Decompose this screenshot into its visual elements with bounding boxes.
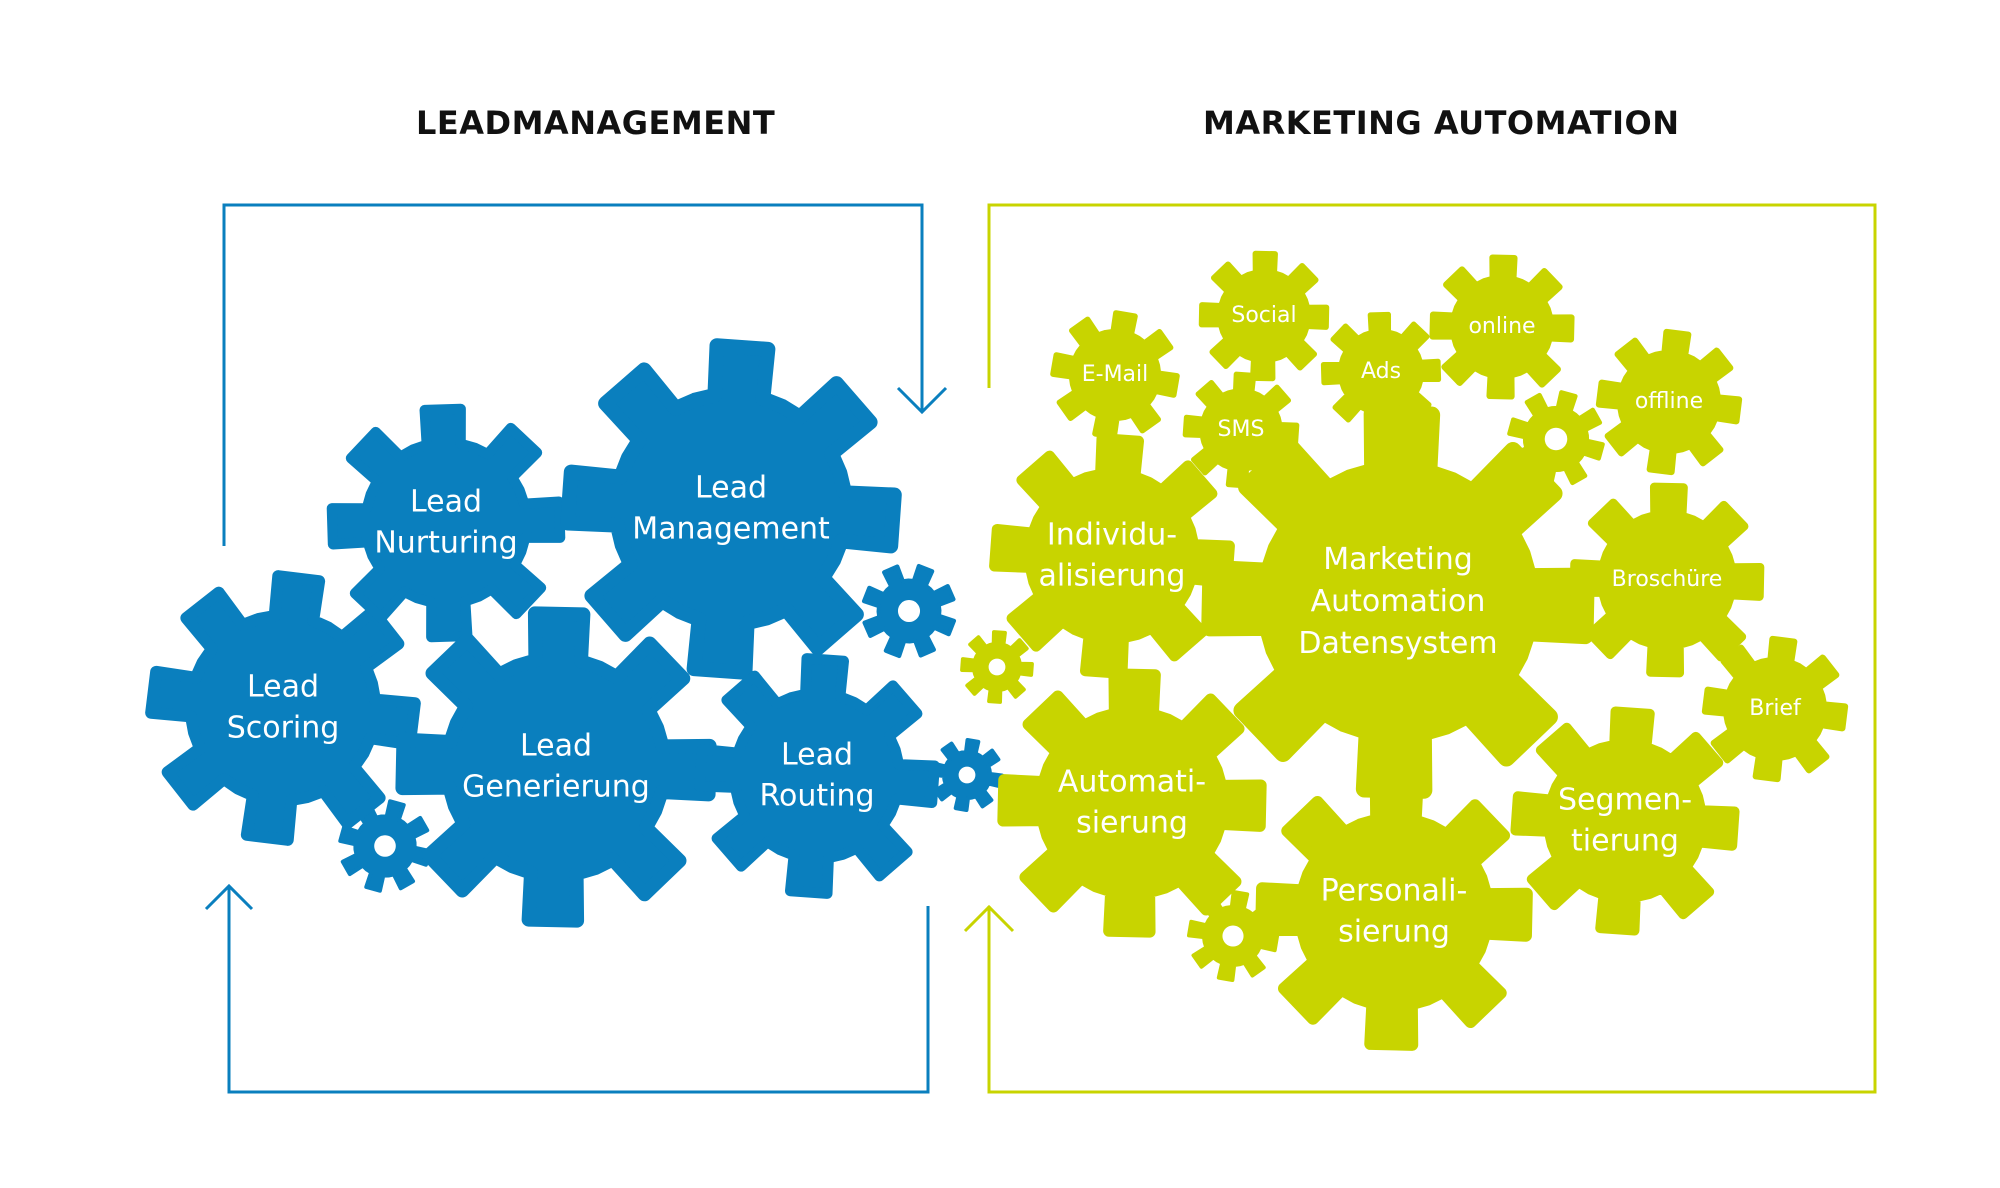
gear-offline (1595, 328, 1743, 476)
lead-cycle-top-arrow-icon (896, 386, 948, 415)
marketing-automation-heading: MARKETING AUTOMATION (1203, 104, 1680, 142)
gear-label-individualisierung-line-2: alisierung (1039, 558, 1186, 593)
leadmanagement-heading: LEADMANAGEMENT (416, 104, 776, 142)
gear-label-offline-line-1: offline (1635, 389, 1703, 414)
gear-lead-scoring (145, 570, 421, 846)
gear-social (1198, 250, 1330, 382)
gear-label-online-line-1: online (1468, 314, 1535, 339)
gear-label-online: online (1468, 314, 1535, 339)
gear-label-automatisierung: Automati-sierung (1058, 764, 1206, 840)
gear-online (1429, 254, 1575, 400)
gear-label-broschuere-line-1: Broschüre (1612, 567, 1723, 592)
gear-label-marketing-automation-datensystem-line-2: Automation (1311, 584, 1486, 619)
small-green-cog-2-icon-hole (1544, 427, 1568, 451)
small-blue-cog-3-icon-hole (374, 835, 396, 857)
gear-lead-routing (694, 653, 940, 899)
gear-label-lead-routing-line-1: Lead (781, 737, 853, 772)
gear-label-social: Social (1231, 303, 1296, 328)
gear-label-offline: offline (1635, 389, 1703, 414)
gear-e-mail (1050, 310, 1180, 440)
small-blue-cog-1-icon-hole (897, 599, 921, 623)
gear-lead-management (560, 338, 902, 680)
gear-label-lead-scoring-line-1: Lead (247, 669, 319, 704)
lead-cycle-frame (204, 203, 948, 1094)
gear-label-lead-generierung-line-1: Lead (520, 728, 592, 763)
gear-label-automatisierung-line-2: sierung (1076, 805, 1188, 840)
gear-label-e-mail: E-Mail (1082, 362, 1149, 387)
small-blue-cog-2-icon-hole (958, 766, 976, 784)
small-green-cog-3-icon-hole (1222, 925, 1244, 947)
gear-brief (1701, 635, 1849, 783)
gear-label-individualisierung: Individu-alisierung (1039, 517, 1186, 593)
gear-individualisierung (989, 433, 1235, 679)
gear-label-marketing-automation-datensystem-line-1: Marketing (1323, 542, 1473, 577)
gear-label-sms: SMS (1218, 417, 1265, 442)
gear-label-personalisierung: Personali-sierung (1321, 873, 1468, 949)
gear-label-segmentierung-line-2: tierung (1571, 823, 1679, 858)
gear-label-lead-nurturing-line-2: Nurturing (374, 525, 517, 560)
gear-automatisierung (997, 668, 1267, 938)
automation-cycle-frame (963, 203, 1877, 1094)
gear-label-personalisierung-line-1: Personali- (1321, 873, 1468, 908)
gear-label-lead-nurturing-line-1: Lead (410, 484, 482, 519)
gear-label-lead-scoring-line-2: Scoring (227, 710, 340, 745)
gear-label-brief: Brief (1749, 696, 1802, 721)
gear-label-broschuere: Broschüre (1612, 567, 1723, 592)
gear-label-marketing-automation-datensystem-line-3: Datensystem (1298, 626, 1497, 661)
gear-label-lead-management-line-1: Lead (695, 470, 767, 505)
gear-label-social-line-1: Social (1231, 303, 1296, 328)
small-green-cog-1-icon-hole (988, 658, 1006, 676)
automation-cycle-arrow-icon (963, 904, 1015, 933)
gear-lead-generierung (395, 606, 717, 928)
gear-label-segmentierung-line-1: Segmen- (1558, 782, 1692, 817)
gear-label-personalisierung-line-2: sierung (1338, 914, 1450, 949)
automation-cycle-line (987, 203, 1877, 1094)
gear-label-automatisierung-line-1: Automati- (1058, 764, 1206, 799)
gear-label-lead-generierung-line-2: Generierung (462, 769, 650, 804)
gear-label-segmentierung: Segmen-tierung (1558, 782, 1692, 858)
gear-lead-nurturing (326, 403, 566, 643)
gear-label-individualisierung-line-1: Individu- (1047, 517, 1177, 552)
lead-cycle-top-line (222, 203, 924, 546)
gear-label-brief-line-1: Brief (1749, 696, 1802, 721)
gear-broschuere (1569, 482, 1765, 678)
gear-personalisierung (1255, 773, 1533, 1051)
gear-label-e-mail-line-1: E-Mail (1082, 362, 1149, 387)
gear-label-sms-line-1: SMS (1218, 417, 1265, 442)
gear-label-ads: Ads (1361, 359, 1401, 384)
gear-label-ads-line-1: Ads (1361, 359, 1401, 384)
gear-segmentierung (1510, 706, 1740, 936)
gear-label-lead-management-line-2: Management (632, 511, 830, 546)
gear-marketing-automation-datensystem (1201, 405, 1595, 799)
lead-cycle-bottom-arrow-icon (204, 883, 254, 911)
gear-label-lead-routing-line-2: Routing (759, 778, 874, 813)
lead-cycle-bottom-line (227, 887, 930, 1094)
